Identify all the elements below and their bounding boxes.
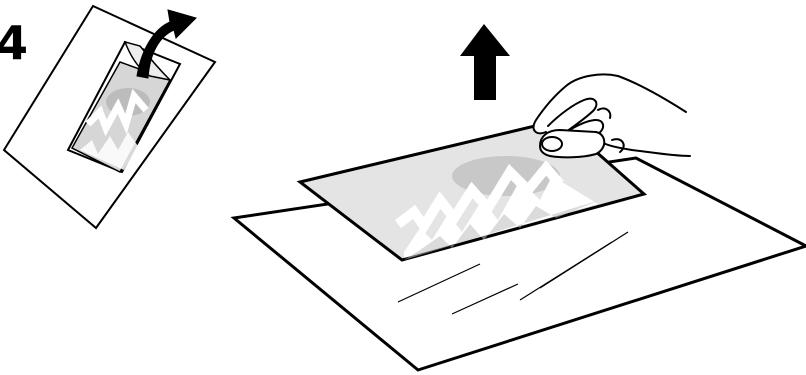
inset-photo: [70, 61, 172, 173]
gloss-lines: [397, 231, 629, 315]
inset-peel-diagram: [2, 4, 217, 230]
hand-icon: [532, 73, 691, 159]
curved-arrow-icon: [136, 9, 197, 79]
main-peel-diagram: [230, 24, 806, 372]
up-arrow-icon: [460, 24, 510, 100]
step-number: 4: [0, 16, 29, 70]
photo-mountains: [404, 176, 598, 258]
